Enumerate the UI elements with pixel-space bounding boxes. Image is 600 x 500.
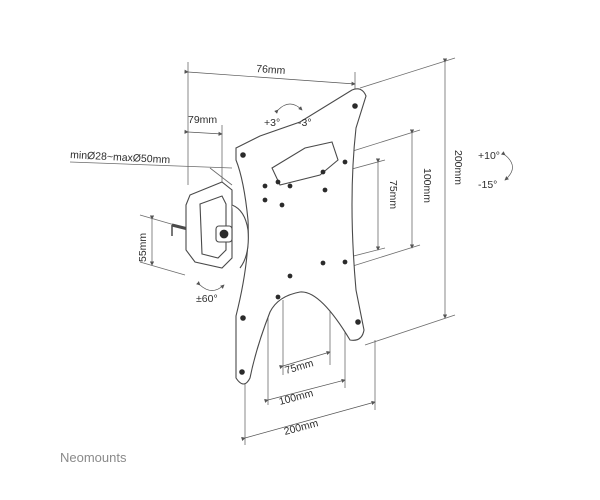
label-vesa-75-horizontal: 75mm [284,357,316,377]
label-tilt-down: -3° [298,117,312,129]
label-plate-width: 200mm [283,417,320,438]
label-top-width: 76mm [256,63,286,77]
dimension-lines [69,57,456,445]
pole-clamp [171,181,249,269]
label-vesa-100-horizontal: 100mm [278,387,315,408]
vesa-plate [235,88,367,385]
label-clamp-height: 55mm [137,233,149,262]
label-plate-height: 200mm [452,150,464,185]
label-tilt-up: +3° [264,117,280,129]
rotation-arrows [196,103,513,291]
label-vesa-75-vertical: 75mm [387,180,399,209]
label-swivel: ±60° [196,293,218,305]
label-vesa-100-vertical: 100mm [421,168,433,203]
label-arm-offset: 79mm [188,114,217,126]
brand-logo-text: Neomounts [60,450,127,465]
label-pole-range: minØ28~maxØ50mm [70,149,171,166]
label-tilt-pos: +10° [478,150,500,162]
label-tilt-neg: -15° [478,179,497,191]
